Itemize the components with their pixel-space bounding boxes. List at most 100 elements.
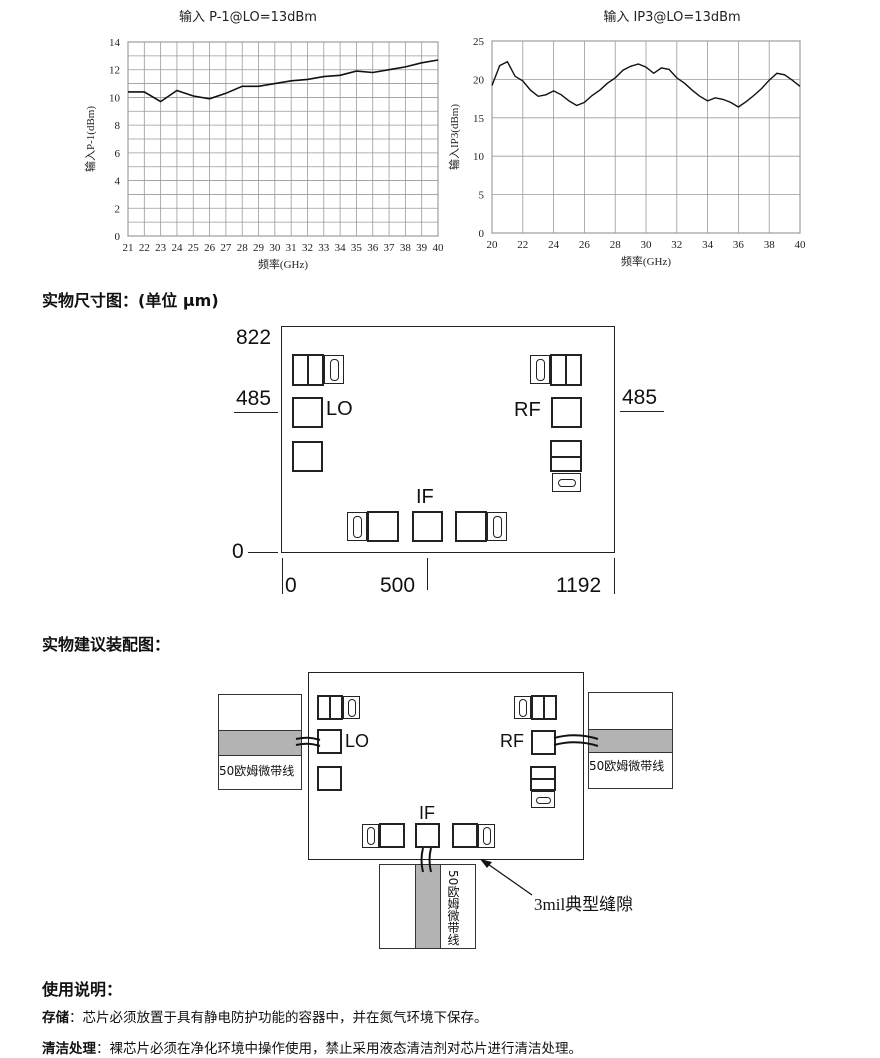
- p1-xtick-label: 30: [269, 242, 281, 254]
- p1-xtick-label: 21: [123, 242, 134, 254]
- storage-label: 存储: [42, 1010, 69, 1026]
- dim-x-zero: 0: [285, 574, 297, 597]
- dim-y-mid-right: 485: [622, 386, 658, 409]
- chart-title-p1: 输入 P-1@LO=13dBm: [179, 10, 317, 25]
- asm-lo-top-pad-divider: [329, 697, 331, 718]
- ip3-ytick-label: 0: [479, 228, 485, 240]
- ip3-xtick-label: 36: [733, 239, 745, 251]
- dim-x-mid: 500: [380, 574, 416, 597]
- p1-series-line: [128, 59, 439, 103]
- storage-text: ：芯片必须放置于具有静电防护功能的容器中，并在氮气环境下保存。: [69, 1010, 488, 1026]
- asm-rf-lower-capacitor: [531, 791, 555, 808]
- bottom-microstrip-label: 50欧姆微带线: [446, 870, 460, 946]
- asm-if-right-pad: [452, 823, 478, 848]
- p1-ylabel: 输入P-1(dBm): [83, 106, 97, 172]
- ip3-xlabel: 频率(GHz): [621, 254, 671, 268]
- asm-lo-ground-pad: [317, 766, 342, 791]
- ip3-xtick-label: 28: [610, 239, 622, 251]
- asm-lo-label: LO: [345, 731, 370, 751]
- p1-ytick-label: 8: [115, 120, 121, 132]
- dim-x-end: 1192: [556, 574, 602, 597]
- p1-ytick-label: 0: [115, 231, 121, 243]
- p1-xtick-label: 36: [367, 242, 379, 254]
- ip3-ylabel: 输入IP3(dBm): [448, 104, 461, 170]
- dim-tick-x500: [427, 558, 428, 590]
- lo-bond-wire-2: [295, 742, 321, 747]
- asm-rf-capacitor-mark: [519, 699, 527, 717]
- if-pad: [412, 511, 443, 542]
- bottom-microstrip-line: [415, 865, 441, 948]
- asm-if-label: IF: [419, 803, 435, 823]
- storage-note: 存储：芯片必须放置于具有静电防护功能的容器中，并在氮气环境下保存。: [42, 1006, 488, 1026]
- p1-xtick-label: 40: [433, 242, 445, 254]
- p1-xtick-label: 24: [171, 242, 183, 254]
- dim-y-zero: 0: [232, 540, 244, 563]
- p1-ytick-label: 14: [109, 37, 121, 49]
- ip3-ytick-label: 10: [473, 151, 485, 163]
- p1-xtick-label: 22: [139, 242, 150, 254]
- p1-ytick-label: 6: [115, 148, 121, 160]
- asm-if-right-capacitor-mark: [483, 827, 491, 845]
- p1-xtick-label: 38: [400, 242, 412, 254]
- ip3-xtick-label: 32: [671, 239, 682, 251]
- if-right-capacitor-mark: [493, 516, 502, 538]
- ip3-xtick-label: 40: [795, 239, 807, 251]
- asm-if-left-pad: [379, 823, 405, 848]
- asm-lo-pad: [317, 729, 342, 754]
- ip3-ytick-label: 20: [473, 74, 485, 86]
- gap-label: 3mil典型缝隙: [534, 895, 634, 914]
- dim-if-label: IF: [416, 486, 434, 508]
- rf-top-pad-divider: [565, 356, 567, 384]
- p1-xtick-label: 32: [302, 242, 313, 254]
- rf-capacitor-mark: [536, 359, 545, 381]
- cleaning-label: 清洁处理: [42, 1041, 96, 1057]
- dim-tick-x1192: [614, 558, 615, 594]
- left-microstrip-label: 50欧姆微带线: [219, 764, 295, 778]
- asm-rf-pad: [531, 730, 556, 755]
- if-right-capacitor: [487, 512, 507, 541]
- p1-xtick-label: 37: [384, 242, 396, 254]
- ip3-series-line: [491, 60, 801, 108]
- p1-ytick-label: 4: [115, 176, 121, 188]
- lo-capacitor: [324, 355, 344, 384]
- lo-pad: [292, 397, 323, 428]
- dim-rf-label: RF: [514, 399, 541, 421]
- left-microstrip-line: [219, 730, 301, 756]
- assembly-heading: 实物建议装配图：: [42, 635, 171, 654]
- lo-capacitor-mark: [330, 359, 339, 381]
- rf-lower-capacitor-mark: [558, 479, 576, 487]
- rf-bond-wire-2: [553, 741, 599, 747]
- p1-xtick-label: 34: [335, 242, 347, 254]
- lo-top-pad-divider: [307, 356, 309, 384]
- ip3-xtick-label: 30: [641, 239, 653, 251]
- ip3-ytick-label: 15: [473, 113, 485, 125]
- ip3-xtick-label: 26: [579, 239, 591, 251]
- asm-rf-top-pad-divider: [543, 697, 545, 718]
- dim-y-top: 822: [236, 326, 272, 349]
- rf-bond-wire-1: [553, 734, 599, 740]
- p1-xlabel: 频率(GHz): [258, 257, 308, 271]
- gap-arrow-line: [484, 861, 533, 896]
- dim-line-left: [234, 412, 278, 413]
- p1-xtick-label: 31: [286, 242, 297, 254]
- chart-title-ip3: 输入 IP3@LO=13dBm: [603, 10, 741, 25]
- p1-ytick-label: 12: [109, 65, 120, 77]
- chip-outline: [281, 326, 615, 553]
- lo-bond-wire-1: [295, 736, 321, 741]
- dimension-heading: 实物尺寸图：(单位 μm): [42, 291, 219, 310]
- usage-heading: 使用说明：: [42, 980, 123, 999]
- dim-line-right: [620, 411, 664, 412]
- right-microstrip-line: [589, 729, 672, 753]
- ip3-xtick-label: 34: [702, 239, 714, 251]
- ip3-xtick-label: 22: [517, 239, 528, 251]
- if-left-capacitor-mark: [353, 516, 362, 538]
- if-bond-wire-2: [428, 847, 432, 873]
- p1-xtick-label: 29: [253, 242, 264, 254]
- p1-xtick-label: 26: [204, 242, 216, 254]
- ip3-xtick-label: 20: [487, 239, 499, 251]
- dim-tick-x0: [282, 558, 283, 594]
- dim-y-mid-left: 485: [236, 387, 272, 410]
- ip3-xtick-label: 24: [548, 239, 560, 251]
